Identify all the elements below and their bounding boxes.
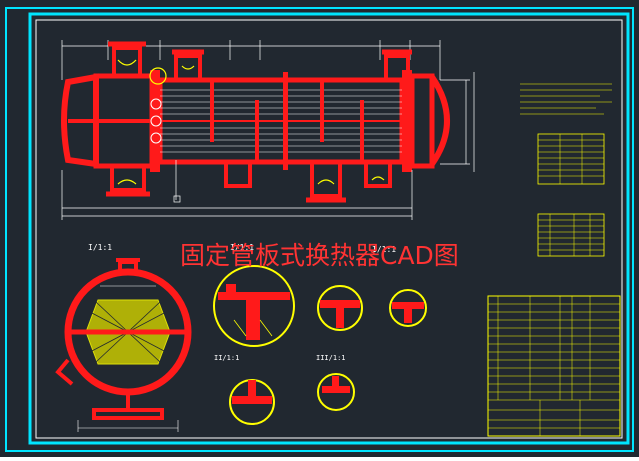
bottom-dimension-lines [61,72,475,220]
detail-b-plate [320,300,360,308]
right-channel [409,73,435,169]
heat-exchanger-elevation [61,40,475,220]
notes-text-lines [520,83,612,115]
section-view-label: I/1:1 [88,243,112,252]
nozzle-table [537,213,605,257]
detail-b-tube [336,308,344,328]
left-tubesheet [150,70,160,172]
detail-a-label: I/1:1 [230,243,254,252]
technical-notes [520,83,612,257]
right-tubesheet [402,70,412,172]
cross-section-view: I/1:1 [55,243,192,432]
outer-border [5,7,634,452]
design-data-table [537,133,605,185]
parts-list-grid [488,296,620,436]
section-nozzles [55,258,140,410]
detail-c-plate [392,302,424,309]
left-head [61,73,99,168]
nozzle-table-grid [538,214,604,256]
flange-marks [117,59,385,185]
design-data-grid [538,134,604,184]
baffles [210,72,364,170]
saddle-support [92,408,164,420]
section-dimensions [77,285,179,432]
top-nozzles [108,41,412,80]
detail-a-hatch [233,319,273,337]
detail-views: I/1:1 I/1:1 II/1:1 III/1:1 [213,243,427,425]
right-head [429,75,450,166]
detail-c-circle [389,289,427,327]
detail-b-circle [317,285,363,331]
detail-d-label: III/1:1 [316,354,346,362]
detail-e-tube [332,376,339,386]
detail-e-circle [317,373,355,411]
detail-d-plate [232,396,272,404]
drawing-border [28,12,630,445]
detail-c-label: II/1:1 [214,354,239,362]
parts-list-border [487,295,621,437]
inner-border [35,19,623,439]
detail-b-label: I/1:1 [372,245,396,254]
tube-holes [150,98,162,144]
detail-e-plate [322,386,350,393]
detail-c-tube [404,309,412,323]
detail-a-parts [218,284,290,340]
drawing-title: 固定管板式换热器CAD图 [180,241,459,270]
bottom-nozzles [106,162,392,203]
parts-list-table [487,295,621,437]
detail-d-tube [248,380,256,396]
detail-a-circle [213,265,295,347]
